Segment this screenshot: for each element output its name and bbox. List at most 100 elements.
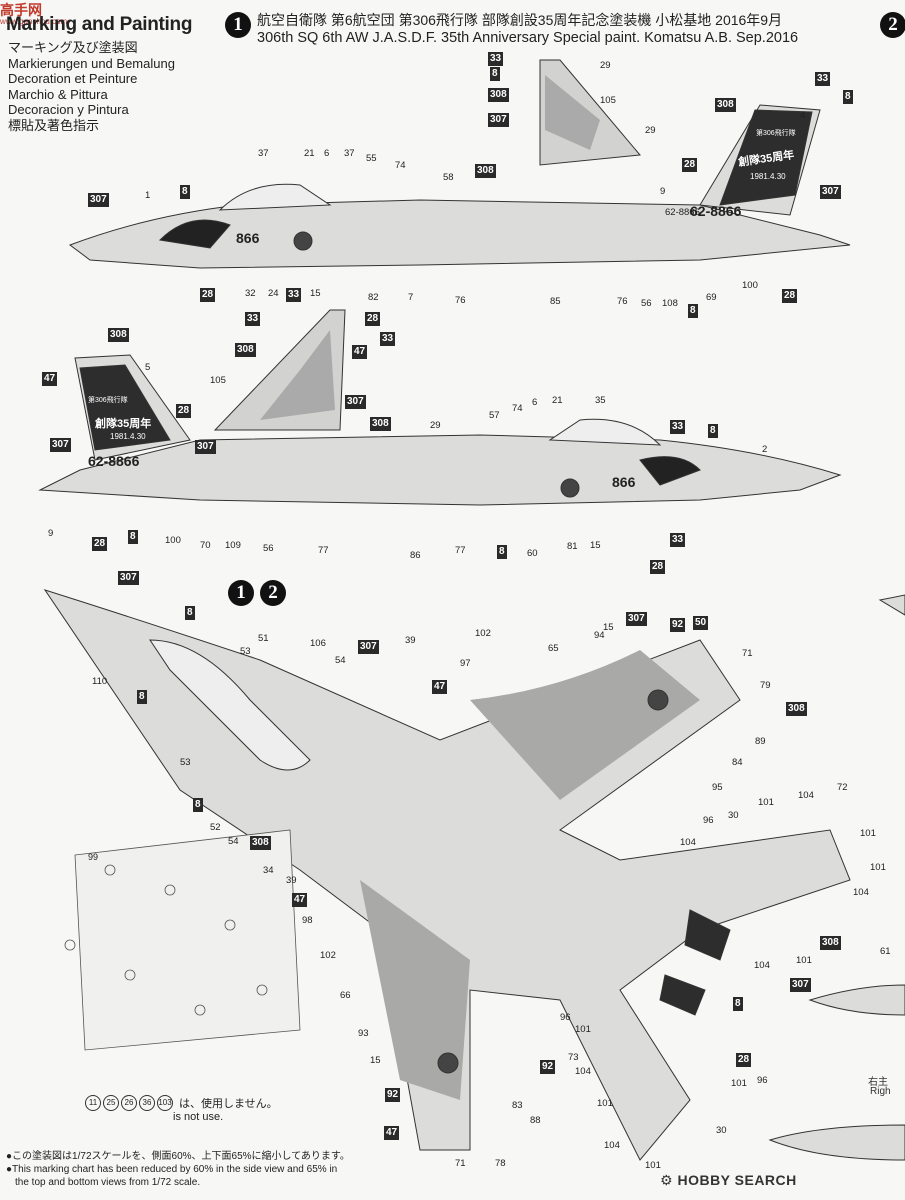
- combined-badge-1: 1: [228, 580, 254, 606]
- decal-code-box: 92: [385, 1088, 401, 1102]
- part-callout: 21: [552, 395, 563, 406]
- part-callout: 100: [165, 535, 181, 546]
- decal-code-box: 8: [708, 424, 718, 438]
- decal-code-box: 307: [358, 640, 379, 654]
- part-callout: 101: [645, 1160, 661, 1171]
- decal-code-box: 28: [782, 289, 798, 303]
- tail-date-left: 1981.4.30: [110, 432, 146, 441]
- decal-code-box: 50: [693, 616, 709, 630]
- combined-badge-2: 2: [260, 580, 286, 606]
- part-callout: 15: [370, 1055, 381, 1066]
- part-callout: 104: [604, 1140, 620, 1151]
- part-callout: 89: [755, 736, 766, 747]
- lang-title-de: Markierungen und Bemalung: [8, 55, 175, 71]
- decal-code-box: 308: [786, 702, 807, 716]
- decal-sheet-chart: [64, 829, 301, 1051]
- scheme-2-badge: 2: [880, 12, 905, 38]
- part-callout: 29: [645, 125, 656, 136]
- decal-code-box: 307: [345, 395, 366, 409]
- part-callout: 39: [405, 635, 416, 646]
- decal-code-box: 28: [176, 404, 192, 418]
- part-callout: 101: [758, 797, 774, 808]
- decal-code-box: 308: [715, 98, 736, 112]
- decal-code-box: 8: [137, 690, 147, 704]
- decal-code-box: 28: [365, 312, 381, 326]
- decal-code-box: 307: [626, 612, 647, 626]
- part-callout: 15: [603, 622, 614, 633]
- part-callout: 55: [366, 153, 377, 164]
- side-view-right: [68, 59, 851, 269]
- decal-code-box: 8: [185, 606, 195, 620]
- lang-title-fr: Decoration et Peinture: [8, 71, 138, 86]
- part-callout: 98: [302, 915, 313, 926]
- scheme-1-header: 航空自衛隊 第6航空団 第306飛行隊 部隊創設35周年記念塗装機 小松基地 2…: [257, 11, 798, 47]
- unused-number: 36: [139, 1095, 155, 1111]
- decal-code-box: 307: [790, 978, 811, 992]
- part-callout: 76: [617, 296, 628, 307]
- part-callout: 104: [754, 960, 770, 971]
- part-callout: 2: [762, 444, 768, 455]
- scale-note-jp: ●この塗装図は1/72スケールを、側面60%、上下面65%に縮小してあります。: [6, 1151, 350, 1162]
- part-callout: 56: [263, 543, 274, 554]
- decal-code-box: 33: [670, 533, 686, 547]
- decal-code-box: 308: [235, 343, 256, 357]
- part-callout: 37: [258, 148, 269, 159]
- decal-code-box: 33: [488, 52, 504, 66]
- part-callout: 83: [512, 1100, 523, 1111]
- part-callout: 85: [550, 296, 561, 307]
- decal-code-box: 8: [688, 304, 698, 318]
- part-callout: 108: [662, 298, 678, 309]
- part-callout: 104: [798, 790, 814, 801]
- part-callout: 74: [395, 160, 406, 171]
- part-callout: 109: [225, 540, 241, 551]
- part-callout: 4: [800, 110, 806, 121]
- decal-code-box: 308: [108, 328, 129, 342]
- part-callout: 105: [600, 95, 616, 106]
- part-callout: 69: [706, 292, 717, 303]
- part-callout: 53: [180, 757, 191, 768]
- decal-code-box: 28: [200, 288, 216, 302]
- part-callout: 62-8866: [665, 207, 700, 218]
- part-callout: 97: [460, 658, 471, 669]
- part-callout: 54: [228, 836, 239, 847]
- part-callout: 61: [880, 946, 891, 957]
- part-callout: 100: [742, 280, 758, 291]
- tail-emblem-right: 第306飛行隊: [756, 130, 796, 137]
- page-title: Marking and Painting: [6, 14, 193, 35]
- right-edge-fragments: [768, 594, 905, 1161]
- part-callout: 96: [560, 1012, 571, 1023]
- part-callout: 53: [240, 646, 251, 657]
- right-fragment-en: Righ: [870, 1086, 891, 1097]
- part-callout: 101: [575, 1024, 591, 1035]
- part-callout: 101: [796, 955, 812, 966]
- part-callout: 39: [286, 875, 297, 886]
- decal-code-box: 308: [370, 417, 391, 431]
- part-callout: 57: [489, 410, 500, 421]
- decal-code-box: 8: [490, 67, 500, 81]
- side-view-left: [38, 309, 842, 506]
- part-callout: 96: [757, 1075, 768, 1086]
- lang-title-jp: マーキング及び塗装図: [8, 40, 138, 55]
- part-callout: 30: [716, 1125, 727, 1136]
- part-callout: 21: [304, 148, 315, 159]
- part-callout: 37: [344, 148, 355, 159]
- part-callout: 77: [455, 545, 466, 556]
- right-fragment-jp: 右主: [868, 1077, 888, 1088]
- part-callout: 32: [245, 288, 256, 299]
- decal-code-box: 308: [488, 88, 509, 102]
- lang-title-es: Decoracion y Pintura: [8, 102, 129, 117]
- unused-en: is not use.: [173, 1111, 224, 1123]
- part-callout: 54: [335, 655, 346, 666]
- scheme-1-badge: 1: [225, 12, 251, 38]
- part-callout: 56: [641, 298, 652, 309]
- decal-code-box: 33: [245, 312, 261, 326]
- part-callout: 101: [731, 1078, 747, 1089]
- decal-code-box: 47: [384, 1126, 400, 1140]
- unused-number: 25: [103, 1095, 119, 1111]
- part-callout: 15: [590, 540, 601, 551]
- scheme-1-jp: 航空自衛隊 第6航空団 第306飛行隊 部隊創設35周年記念塗装機 小松基地 2…: [257, 12, 783, 28]
- tail-kanji-left: 創隊35周年: [95, 418, 152, 430]
